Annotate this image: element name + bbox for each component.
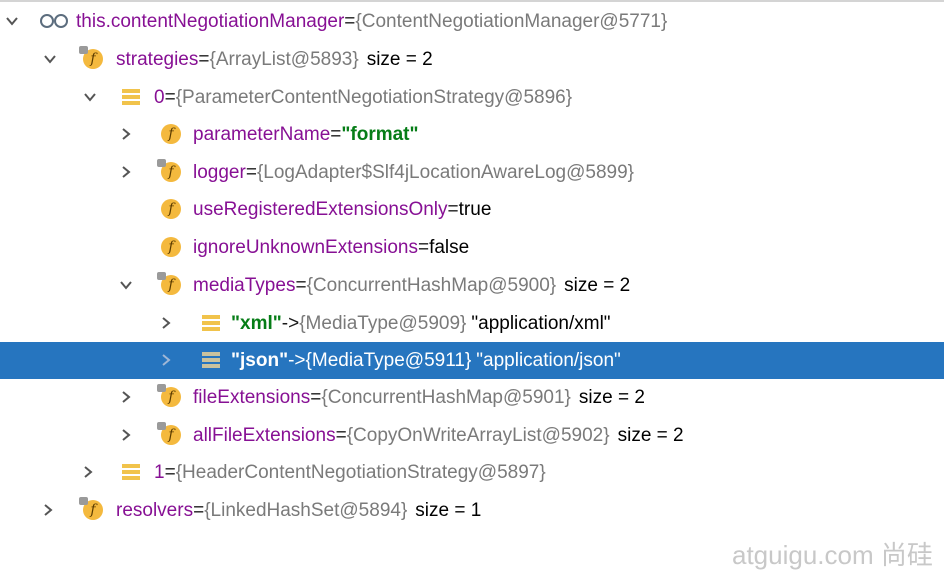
tree-row-all-file-extensions[interactable]: f allFileExtensions = {CopyOnWriteArrayL… (0, 417, 944, 454)
variable-type: {ArrayList@5893} (209, 48, 359, 70)
size-label: size = 2 (564, 274, 631, 296)
equals-sign: = (295, 274, 307, 296)
equals-sign: = (164, 461, 176, 483)
equals-sign: = (193, 499, 205, 521)
field-icon: f (160, 198, 182, 220)
variable-type: {ParameterContentNegotiationStrategy@589… (175, 86, 573, 108)
equals-sign: = (245, 161, 257, 183)
tree-row-use-registered-extensions-only[interactable]: f useRegisteredExtensionsOnly = true (0, 191, 944, 228)
size-label: size = 2 (617, 424, 684, 446)
equals-sign: = (447, 198, 459, 220)
equals-sign: = (344, 10, 356, 32)
string-value: "application/xml" (471, 312, 611, 334)
array-element-icon (120, 86, 142, 108)
variable-type: {MediaType@5911} (305, 349, 472, 371)
equals-sign: = (310, 386, 322, 408)
tree-row-media-types[interactable]: f mediaTypes = {ConcurrentHashMap@5900} s… (0, 267, 944, 304)
chevron-right-icon[interactable] (158, 352, 174, 368)
map-entry-icon (200, 349, 222, 371)
size-label: size = 2 (366, 48, 433, 70)
field-icon: f (157, 384, 182, 408)
tree-row-map-entry-xml[interactable]: "xml" -> {MediaType@5909}"application/xm… (0, 305, 944, 342)
tree-row-strategies[interactable]: f strategies = {ArrayList@5893} size = 2 (0, 41, 944, 78)
variable-type: {LinkedHashSet@5894} (204, 499, 408, 521)
size-label: size = 1 (415, 499, 482, 521)
chevron-right-icon[interactable] (80, 464, 96, 480)
variable-type: {ConcurrentHashMap@5900} (306, 274, 557, 296)
watermark-text: atguigu.com 尚硅 (732, 540, 933, 570)
tree-row-strategy-0[interactable]: 0 = {ParameterContentNegotiationStrategy… (0, 79, 944, 116)
field-icon: f (79, 46, 104, 70)
variable-name: logger (193, 161, 246, 183)
field-icon: f (157, 272, 182, 296)
map-key: "xml" (231, 312, 282, 334)
variable-type: {MediaType@5909} (299, 312, 467, 334)
variable-type: {CopyOnWriteArrayList@5902} (346, 424, 610, 446)
variable-name: fileExtensions (193, 386, 311, 408)
equals-sign: = (335, 424, 347, 446)
variable-name: ignoreUnknownExtensions (193, 236, 418, 258)
chevron-down-icon[interactable] (82, 89, 98, 105)
array-element-icon (120, 461, 142, 483)
chevron-down-icon[interactable] (4, 13, 20, 29)
map-key: "json" (231, 349, 289, 371)
variable-name: useRegisteredExtensionsOnly (193, 198, 448, 220)
variable-name: allFileExtensions (193, 424, 336, 446)
field-icon: f (79, 497, 104, 521)
string-value: "format" (341, 123, 419, 145)
chevron-right-icon[interactable] (118, 389, 134, 405)
map-arrow: -> (288, 349, 306, 371)
variable-type: {LogAdapter$Slf4jLocationAwareLog@5899} (256, 161, 635, 183)
variable-name: parameterName (193, 123, 331, 145)
chevron-right-icon[interactable] (40, 502, 56, 518)
tree-row-logger[interactable]: f logger = {LogAdapter$Slf4jLocationAwar… (0, 154, 944, 191)
chevron-right-icon[interactable] (118, 427, 134, 443)
chevron-down-icon[interactable] (42, 51, 58, 67)
map-arrow: -> (281, 312, 300, 334)
tree-row-map-entry-json[interactable]: "json" -> {MediaType@5911}"application/j… (0, 342, 944, 379)
variable-type: {ConcurrentHashMap@5901} (321, 386, 571, 408)
tree-row-file-extensions[interactable]: f fileExtensions = {ConcurrentHashMap@59… (0, 379, 944, 416)
variable-name: 0 (154, 86, 165, 108)
tree-row-strategy-1[interactable]: 1 = {HeaderContentNegotiationStrategy@58… (0, 454, 944, 491)
chevron-down-icon[interactable] (118, 277, 134, 293)
tree-row-parameter-name[interactable]: f parameterName = "format" (0, 116, 944, 153)
chevron-right-icon[interactable] (158, 315, 174, 331)
chevron-right-icon[interactable] (118, 126, 134, 142)
tree-row-ignore-unknown-extensions[interactable]: f ignoreUnknownExtensions = false (0, 229, 944, 266)
variable-name: strategies (116, 48, 199, 70)
equals-sign: = (198, 48, 210, 70)
field-icon: f (160, 236, 182, 258)
field-icon: f (160, 123, 182, 145)
top-border (0, 0, 944, 2)
variable-type: {HeaderContentNegotiationStrategy@5897} (175, 461, 546, 483)
watch-infinity-icon (38, 9, 70, 33)
equals-sign: = (164, 86, 176, 108)
equals-sign: = (330, 123, 342, 145)
string-value: "application/json" (476, 349, 621, 371)
tree-row-resolvers[interactable]: f resolvers = {LinkedHashSet@5894} size =… (0, 492, 944, 529)
field-icon: f (157, 159, 182, 183)
map-entry-icon (200, 312, 222, 334)
equals-sign: = (417, 236, 430, 258)
boolean-value: false (429, 236, 470, 258)
boolean-value: true (458, 198, 492, 220)
variable-name: 1 (154, 461, 165, 483)
chevron-right-icon[interactable] (118, 164, 134, 180)
tree-row-root[interactable]: this.contentNegotiationManager = {Conten… (0, 3, 944, 40)
variable-type: {ContentNegotiationManager@5771} (355, 10, 668, 32)
variable-name: mediaTypes (193, 274, 296, 296)
variable-name: this.contentNegotiationManager (76, 10, 345, 32)
variable-name: resolvers (116, 499, 194, 521)
field-icon: f (157, 422, 182, 446)
size-label: size = 2 (578, 386, 645, 408)
